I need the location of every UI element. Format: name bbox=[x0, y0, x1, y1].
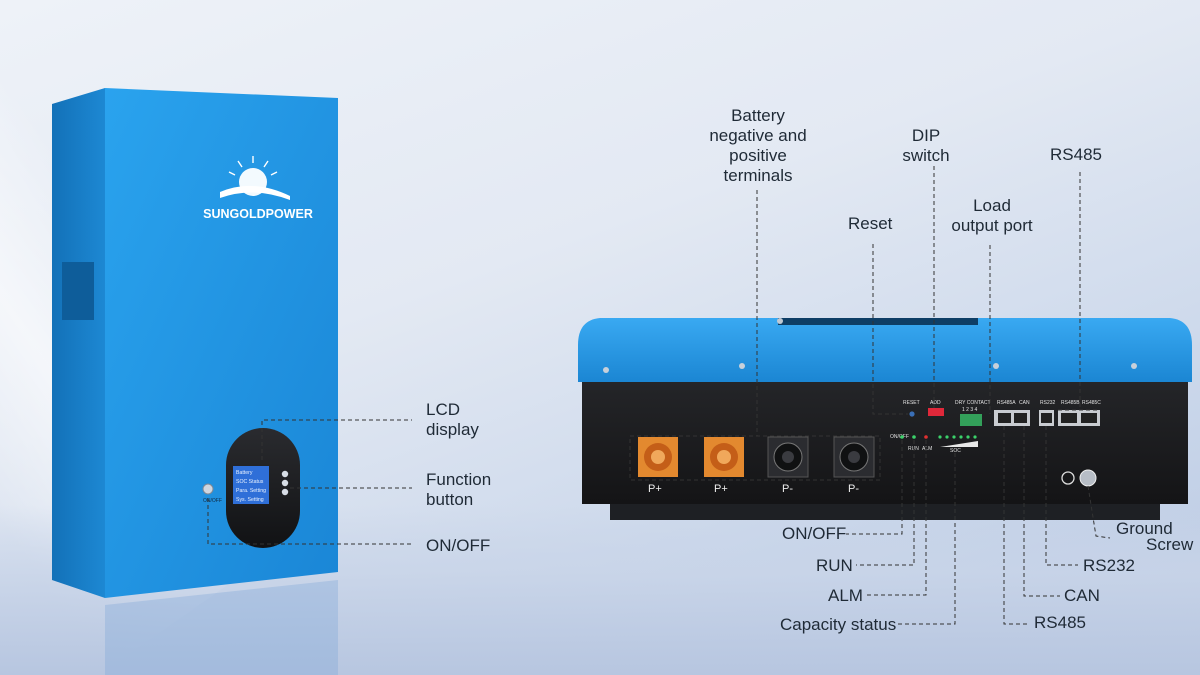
brand-logo-text: SUNGOLDPOWER bbox=[203, 207, 313, 221]
lcd-line-1: Battery bbox=[236, 470, 253, 476]
callout-dip-line-1: DIP bbox=[911, 126, 941, 145]
terminal-label-1: P+ bbox=[648, 483, 662, 495]
terminal-p-plus-1[interactable] bbox=[638, 437, 678, 477]
run-led bbox=[912, 435, 916, 439]
panel-soc-label: SOC bbox=[950, 448, 961, 454]
callout-left-onoff: ON/OFF bbox=[426, 536, 491, 555]
lcd-screen bbox=[233, 466, 269, 504]
callout-terminals-line-3: positive bbox=[729, 146, 787, 165]
onoff-small-label: ON/OFF bbox=[203, 498, 222, 504]
panel-rs485b-label: RS485B bbox=[1061, 400, 1080, 406]
callout-terminals-line-1: Battery bbox=[731, 106, 785, 125]
lcd-line-3: Para. Setting bbox=[236, 488, 266, 494]
callout-onoff: ON/OFF bbox=[782, 524, 847, 543]
callout-dip-line-2: switch bbox=[902, 146, 950, 165]
panel-add-label: ADD bbox=[930, 400, 941, 406]
callout-load-output: Load output port bbox=[944, 196, 1040, 236]
terminal-label-2: P+ bbox=[714, 483, 728, 495]
ground-screw[interactable] bbox=[1079, 469, 1097, 487]
callout-can: CAN bbox=[1064, 586, 1100, 605]
callout-run: RUN bbox=[816, 556, 853, 575]
callout-function-button: Function button bbox=[426, 470, 491, 510]
callout-capacity-status: Capacity status bbox=[780, 615, 897, 634]
callout-lcd-display-line-2: display bbox=[426, 420, 479, 439]
function-button-2 bbox=[281, 479, 289, 487]
panel-rs485a-label: RS485A bbox=[997, 400, 1016, 406]
callout-function-button-line-2: button bbox=[426, 490, 474, 509]
top-slot bbox=[778, 318, 978, 325]
terminal-label-4: P- bbox=[848, 483, 859, 495]
callout-rs485-bottom: RS485 bbox=[1034, 613, 1086, 632]
terminal-label-3: P- bbox=[782, 483, 793, 495]
callout-load-line-2: output port bbox=[951, 216, 1033, 235]
callout-load-line-1: Load bbox=[973, 196, 1011, 215]
sun-logo-icon bbox=[220, 156, 290, 200]
callout-terminals: Battery negative and positive terminals bbox=[696, 106, 820, 186]
callout-terminals-line-2: negative and bbox=[709, 126, 807, 145]
function-button-1 bbox=[281, 470, 289, 478]
terminal-p-plus-2[interactable] bbox=[704, 437, 744, 477]
function-buttons[interactable] bbox=[281, 470, 289, 496]
load-output-port[interactable] bbox=[960, 414, 982, 426]
callout-rs232: RS232 bbox=[1083, 556, 1135, 575]
callout-reset: Reset bbox=[848, 214, 893, 233]
terminal-p-minus-1[interactable] bbox=[767, 436, 809, 478]
terminal-p-minus-2[interactable] bbox=[833, 436, 875, 478]
callout-ground-line-1: Ground bbox=[1116, 519, 1173, 538]
lcd-line-4: Sys. Setting bbox=[236, 497, 264, 503]
callout-alm: ALM bbox=[828, 586, 863, 605]
callout-dip-switch: DIP switch bbox=[896, 126, 956, 166]
panel-can-label: CAN bbox=[1019, 400, 1030, 406]
alm-led bbox=[924, 435, 928, 439]
panel-dry-contact-label: DRY CONTACT bbox=[955, 400, 991, 406]
dip-switch[interactable] bbox=[928, 408, 944, 416]
callout-ground-line-2: Screw bbox=[1146, 535, 1194, 554]
onoff-led bbox=[900, 435, 904, 439]
side-handle bbox=[62, 262, 94, 320]
function-button-3 bbox=[281, 488, 289, 496]
callout-terminals-line-4: terminals bbox=[723, 166, 793, 185]
panel-rs232-label: RS232 bbox=[1040, 400, 1056, 406]
callout-rs485-top: RS485 bbox=[1050, 145, 1102, 164]
ground-icon bbox=[1061, 471, 1075, 485]
callout-lcd-display-line-1: LCD bbox=[426, 400, 461, 419]
panel-onoff-label: ON/OFF bbox=[890, 434, 909, 440]
reset-button[interactable] bbox=[909, 411, 915, 417]
panel-reset-label: RESET bbox=[903, 400, 920, 406]
panel-dry-nums: 1 2 3 4 bbox=[962, 407, 978, 413]
callout-function-button-line-1: Function bbox=[426, 470, 492, 489]
panel-rs485c-label: RS485C bbox=[1082, 400, 1101, 406]
callout-ground-screw: Ground Screw bbox=[1116, 519, 1194, 554]
panel-alm-label: ALM bbox=[922, 446, 932, 452]
callout-lcd-display: LCD display bbox=[426, 400, 479, 440]
onoff-switch[interactable] bbox=[202, 483, 214, 495]
lcd-line-2: SOC Status bbox=[236, 479, 264, 485]
soc-leds bbox=[938, 435, 977, 439]
